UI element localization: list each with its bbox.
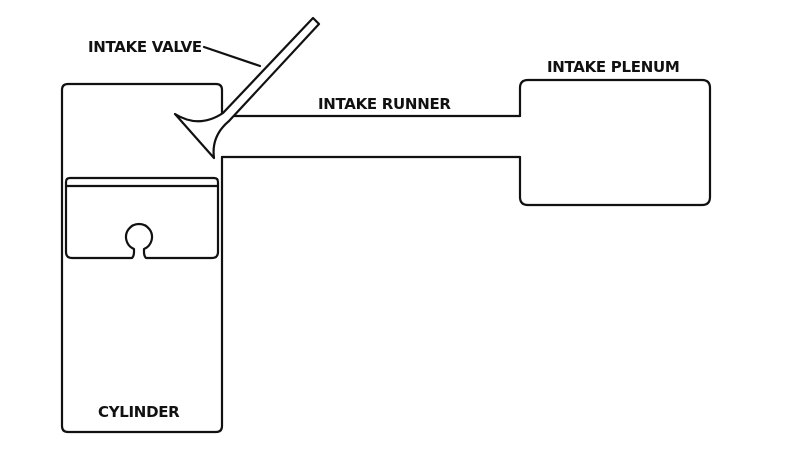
piston xyxy=(64,176,220,260)
intake-plenum-label: INTAKE PLENUM xyxy=(547,58,679,76)
intake-valve-leader-line xyxy=(202,45,262,68)
piston-body xyxy=(64,184,220,260)
cylinder xyxy=(60,82,224,434)
intake-runner-label: INTAKE RUNNER xyxy=(318,95,451,113)
cylinder-label: CYLINDER xyxy=(98,403,180,421)
intake-valve-label: INTAKE VALVE xyxy=(88,38,202,56)
intake-valve xyxy=(173,16,321,160)
intake-runner xyxy=(220,114,522,159)
piston-crown xyxy=(64,176,220,188)
intake-plenum xyxy=(518,78,712,207)
plenum-outline xyxy=(518,78,712,207)
valve-shape xyxy=(173,16,321,160)
cylinder-outline xyxy=(60,82,224,434)
